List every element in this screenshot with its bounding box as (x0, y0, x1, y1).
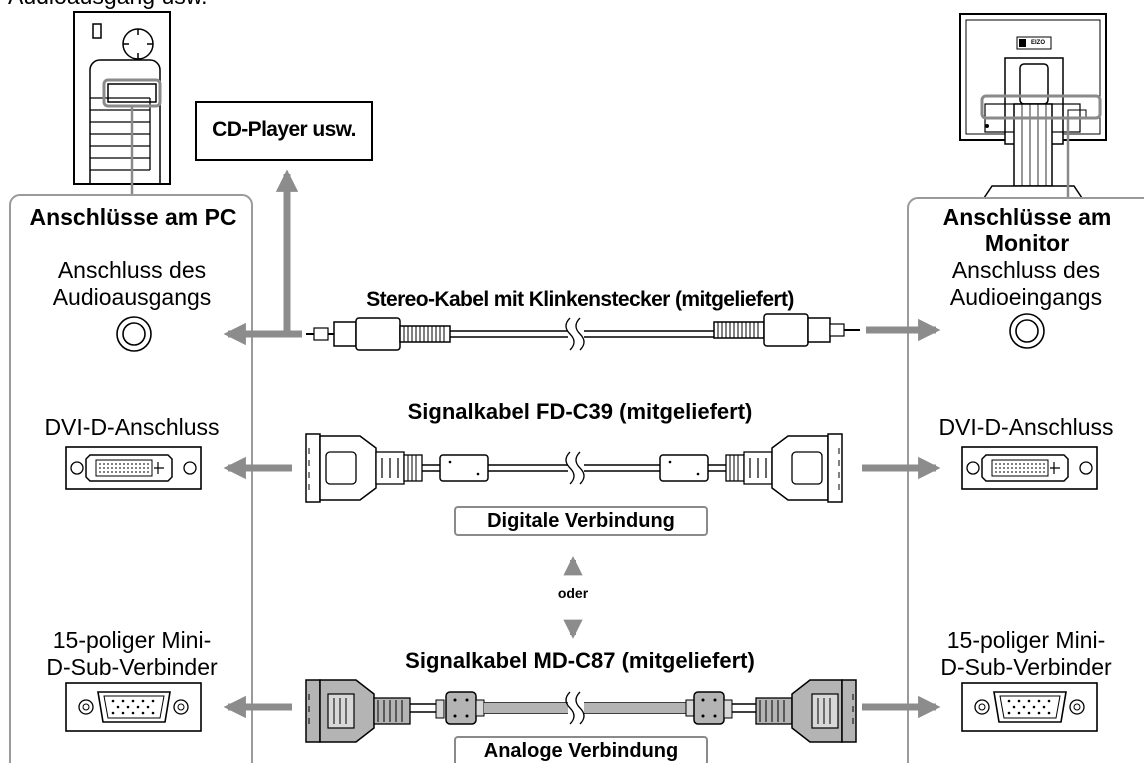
monitor-dsub-label-line1: 15-poliger Mini- (946, 627, 1106, 653)
monitor-audio-label-line1: Anschluss des (951, 257, 1101, 283)
pc-audio-label-line1: Anschluss des (57, 257, 207, 283)
monitor-audio-jack-icon (1009, 313, 1045, 349)
monitor-dvi-port-icon (961, 446, 1098, 490)
pc-dsub-label-line2: D-Sub-Verbinder (46, 654, 218, 680)
monitor-dvi-label: DVI-D-Anschluss (938, 414, 1114, 440)
digital-connection-label: Digitale Verbindung (454, 506, 708, 536)
monitor-panel-frame (907, 197, 1144, 763)
pc-dsub-label-line1: 15-poliger Mini- (52, 627, 212, 653)
monitor-panel-title: Anschlüsse am Monitor (942, 204, 1112, 256)
analog-cable-label: Signalkabel MD-C87 (mitgeliefert) (405, 648, 755, 673)
cd-player-box (195, 101, 373, 161)
cd-player-label: CD-Player usw. (212, 118, 356, 141)
pc-dvi-label: DVI-D-Anschluss (44, 414, 220, 440)
pc-audio-label-line2: Audioausgangs (52, 284, 212, 310)
or-label: oder (557, 585, 589, 601)
monitor-dsub-label-line2: D-Sub-Verbinder (940, 654, 1112, 680)
pc-tower-illustration (73, 11, 171, 196)
top-cut-label: Audioausgang usw. (8, 0, 208, 9)
stereo-cable-illustration (306, 313, 860, 351)
pc-panel-frame (9, 194, 253, 763)
monitor-audio-label-line2: Audioeingangs (949, 284, 1103, 310)
pc-dsub-port-icon (65, 682, 202, 732)
dvi-cable-illustration (305, 433, 843, 503)
dsub-cable-illustration (305, 679, 857, 743)
pc-audio-jack-icon (116, 316, 152, 352)
analog-connection-label: Analoge Verbindung (454, 736, 708, 763)
pc-dvi-port-icon (65, 446, 202, 490)
monitor-logo: EIZO (1030, 40, 1045, 46)
monitor-illustration (959, 13, 1107, 199)
pc-panel-title: Anschlüsse am PC (29, 204, 237, 230)
monitor-dsub-port-icon (961, 682, 1098, 732)
stereo-cable-label: Stereo-Kabel mit Klinkenstecker (mitgeli… (366, 288, 794, 311)
dvi-cable-label: Signalkabel FD-C39 (mitgeliefert) (407, 399, 753, 424)
